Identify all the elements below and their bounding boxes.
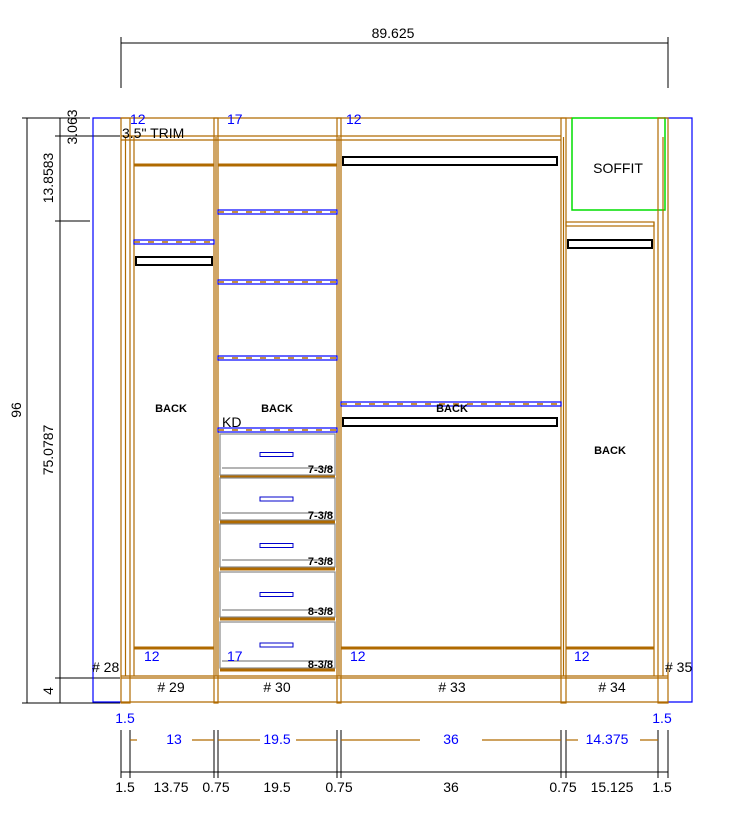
closet-rod	[342, 156, 558, 166]
back-label-3: BACK	[436, 403, 468, 415]
back-label-1: BACK	[155, 403, 187, 415]
section-id-1: # 29	[157, 679, 184, 695]
soffit	[571, 117, 666, 211]
drawer-front	[219, 433, 336, 476]
closet-rod	[342, 417, 558, 427]
overall-width-dimension: 89.625	[120, 25, 669, 88]
interior-width-1: 13	[166, 731, 182, 747]
drawer-handle	[259, 592, 294, 597]
drawer-handle	[259, 543, 294, 548]
back-label-2: BACK	[261, 403, 293, 415]
shelf	[565, 221, 655, 227]
drawer-height-4: 8-3/8	[308, 606, 333, 618]
drawer-front	[219, 571, 336, 618]
section-id-4: # 34	[598, 679, 625, 695]
vertical-dimensions: 96 3.063 13.8583 75.0787 4	[8, 109, 120, 704]
interior-width-3: 36	[443, 731, 459, 747]
trim-height-label: 3.063	[64, 109, 80, 144]
closet-rod	[135, 256, 213, 266]
drawer-height-3: 7-3/8	[308, 556, 333, 568]
overall-dim-8: 15.125	[591, 779, 634, 795]
interior-right-panel-dim: 1.5	[652, 710, 672, 726]
drawer-handle	[259, 642, 294, 648]
overall-dim-4: 19.5	[263, 779, 290, 795]
closet-frame	[120, 117, 669, 704]
overall-dim-6: 36	[443, 779, 459, 795]
soffit-label: SOFFIT	[593, 160, 643, 176]
drawer-height-1: 7-3/8	[308, 464, 333, 476]
toe-height-label: 4	[40, 687, 56, 695]
interior-left-panel-dim: 1.5	[115, 710, 135, 726]
room-walls	[92, 117, 693, 703]
interior-width-4: 14.375	[586, 731, 629, 747]
middle-height-label: 75.0787	[40, 424, 56, 475]
right-panel-id: # 35	[665, 659, 692, 675]
interior-width-2: 19.5	[263, 731, 290, 747]
drawer-height-5: 8-3/8	[308, 659, 333, 671]
overall-width-label: 89.625	[372, 25, 415, 41]
overall-dim-2: 13.75	[153, 779, 188, 795]
back-label-4: BACK	[594, 445, 626, 457]
drawer-height-2: 7-3/8	[308, 510, 333, 522]
adjustable-shelf	[133, 239, 215, 245]
drawer-front	[219, 621, 336, 669]
bottom-tag-2: 17	[227, 648, 243, 664]
left-panel-id: # 28	[92, 659, 119, 675]
drawer-handle	[259, 496, 294, 502]
overall-dimension-row: 1.5 13.75 0.75 19.5 0.75 36 0.75 15.125 1.5	[115, 771, 672, 795]
top-tag-3: 12	[346, 111, 362, 127]
interior-dimension-row: 1.5 1.5 13 19.5 36 14.375	[115, 710, 672, 778]
kd-label: KD	[222, 414, 241, 430]
top-tag-2: 17	[227, 111, 243, 127]
top-tag-1: 12	[130, 111, 146, 127]
vertical-panel	[657, 117, 669, 704]
overall-dim-1: 1.5	[115, 779, 135, 795]
bottom-tag-3: 12	[350, 648, 366, 664]
upper-height-label: 13.8583	[40, 152, 56, 203]
total-height-label: 96	[8, 402, 24, 418]
bottom-tag-4: 12	[574, 648, 590, 664]
drawer-labels: 7-3/8 7-3/8 7-3/8 8-3/8 8-3/8	[308, 464, 333, 671]
bottom-tag-1: 12	[144, 648, 160, 664]
drawer-front	[219, 477, 336, 521]
section-id-2: # 30	[263, 679, 290, 695]
overall-dim-5: 0.75	[325, 779, 352, 795]
drawer-handle	[259, 452, 294, 457]
closet-rod	[567, 239, 653, 249]
trim-label: 3.5" TRIM	[122, 125, 184, 141]
overall-dim-3: 0.75	[202, 779, 229, 795]
overall-dim-9: 1.5	[652, 779, 672, 795]
overall-dim-7: 0.75	[549, 779, 576, 795]
drawer-front	[219, 523, 336, 568]
section-id-3: # 33	[438, 679, 465, 695]
